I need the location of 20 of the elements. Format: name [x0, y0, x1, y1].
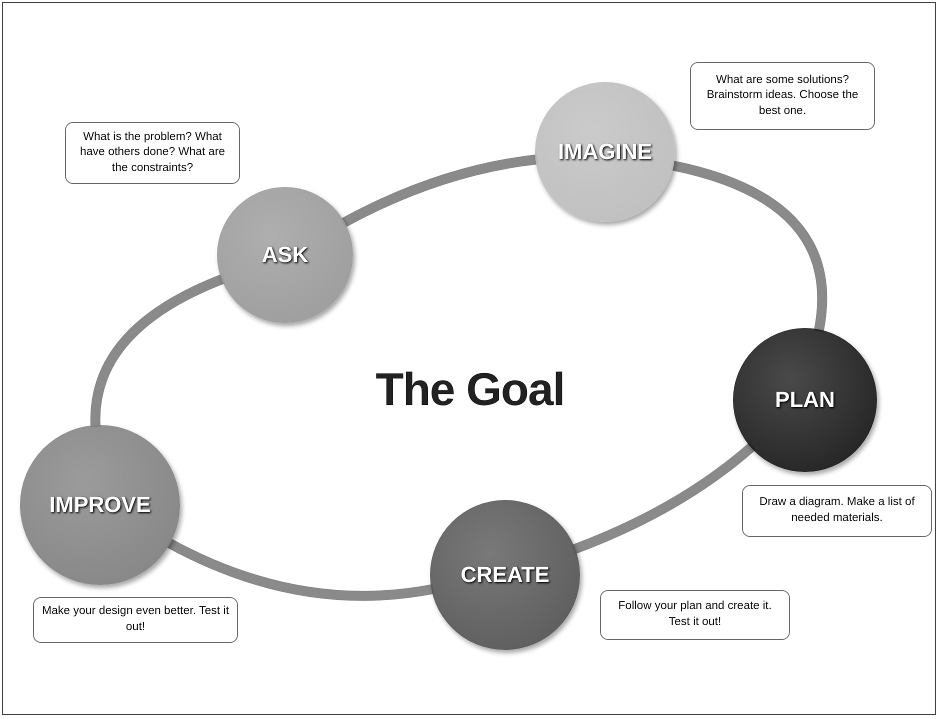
- stage-label: IMPROVE: [49, 492, 151, 518]
- ring-connector: [670, 160, 827, 332]
- callout-text: Draw a diagram. Make a list of needed materials.: [758, 495, 916, 526]
- stage-label: ASK: [262, 242, 308, 268]
- diagram-title: The Goal: [374, 362, 566, 416]
- speech-bubble: [690, 62, 875, 130]
- stage-label: CREATE: [460, 562, 550, 588]
- stage-label: PLAN: [775, 387, 835, 413]
- callout-text: Follow your plan and create it. Test it out!: [617, 599, 773, 630]
- stage-label: IMAGINE: [558, 139, 652, 165]
- callout-text: What is the problem? What have others done? What are the constraints?: [78, 130, 226, 176]
- ring-connector: [572, 442, 756, 554]
- speech-bubble: [742, 485, 932, 537]
- callout-text: What are some solutions? Brainstorm ideas. Choose the best one.: [706, 72, 860, 119]
- callout-text: Make your design even better. Test it out!: [40, 604, 230, 635]
- ring-connector: [90, 274, 226, 428]
- ring-connector: [340, 154, 538, 228]
- speech-bubble: [65, 122, 240, 184]
- speech-bubble: [600, 590, 790, 640]
- speech-bubble: [33, 597, 238, 643]
